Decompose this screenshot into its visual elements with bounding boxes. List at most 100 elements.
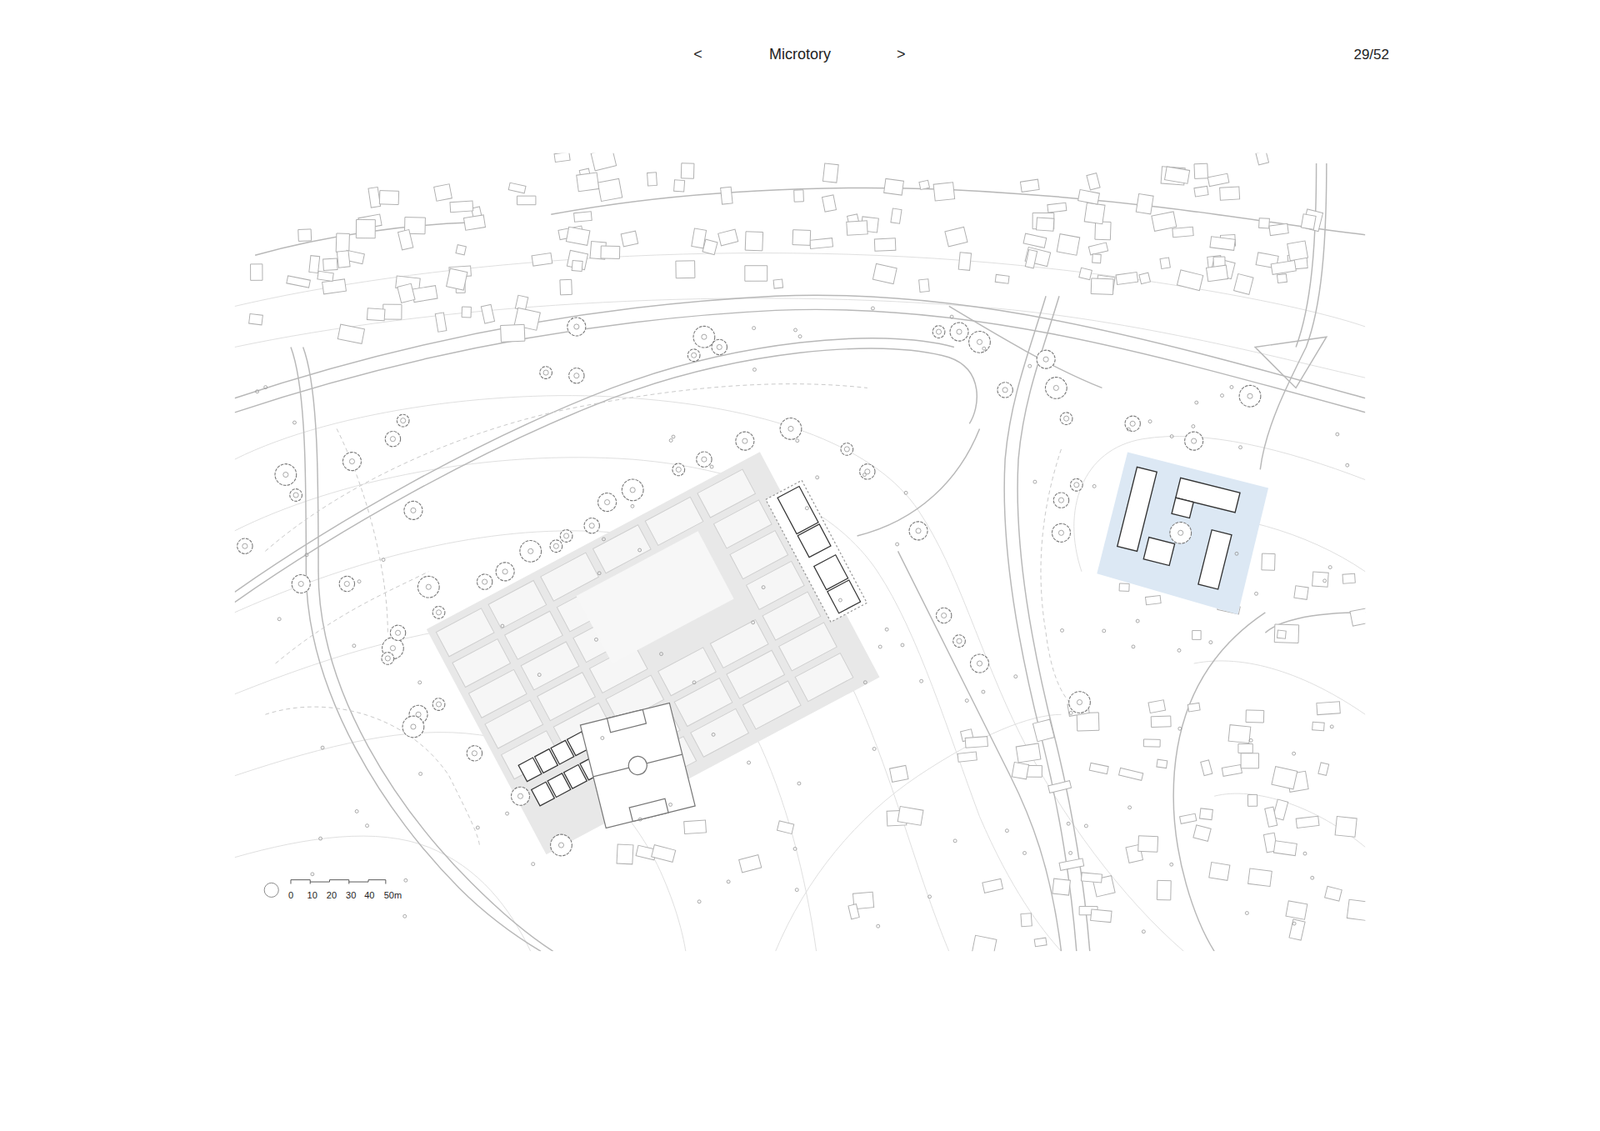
tree-crown bbox=[840, 443, 854, 456]
tree bbox=[935, 607, 951, 623]
shrub bbox=[638, 817, 642, 821]
shrub bbox=[795, 439, 800, 443]
shrub bbox=[1128, 805, 1132, 810]
tree-crown bbox=[950, 322, 969, 341]
shrub bbox=[1255, 591, 1259, 595]
tree bbox=[693, 325, 715, 348]
tree-crown bbox=[621, 479, 644, 501]
tree bbox=[381, 652, 395, 665]
tree bbox=[1060, 412, 1073, 425]
tree-crown bbox=[476, 574, 492, 590]
house bbox=[434, 184, 453, 202]
tree-crown bbox=[1239, 385, 1261, 407]
house bbox=[1015, 743, 1041, 763]
shrub bbox=[600, 736, 605, 740]
house bbox=[1180, 813, 1197, 824]
shrub bbox=[1148, 420, 1152, 424]
shrub bbox=[928, 895, 932, 899]
shrub bbox=[319, 836, 323, 840]
house bbox=[745, 231, 763, 251]
house bbox=[1138, 835, 1159, 853]
shrub bbox=[798, 335, 802, 339]
house bbox=[1289, 919, 1305, 940]
house bbox=[1350, 608, 1365, 626]
house bbox=[718, 229, 739, 246]
tree-trunk bbox=[410, 507, 416, 513]
tree-trunk bbox=[1058, 530, 1064, 535]
tree-trunk bbox=[935, 329, 941, 335]
tree bbox=[1036, 350, 1055, 369]
shrub bbox=[638, 548, 642, 552]
house bbox=[1295, 815, 1320, 828]
shrub bbox=[403, 914, 407, 918]
tree-crown bbox=[432, 605, 445, 619]
shrub bbox=[355, 810, 359, 814]
shrub bbox=[1092, 484, 1096, 488]
tree bbox=[1069, 691, 1091, 714]
house bbox=[945, 226, 968, 247]
tree-crown bbox=[598, 493, 617, 512]
house bbox=[1220, 186, 1240, 200]
tree-crown bbox=[860, 464, 875, 480]
house bbox=[368, 186, 381, 208]
house bbox=[1084, 202, 1105, 225]
shrub bbox=[794, 328, 798, 332]
shrub bbox=[838, 598, 842, 602]
tree-trunk bbox=[701, 334, 707, 340]
tree-crown bbox=[735, 431, 755, 450]
house bbox=[1143, 739, 1160, 747]
house bbox=[1255, 153, 1270, 165]
shrub bbox=[863, 680, 867, 685]
tree-trunk bbox=[956, 329, 962, 335]
house bbox=[597, 178, 622, 201]
tree-crown bbox=[1125, 415, 1140, 431]
house bbox=[1287, 240, 1309, 261]
tree-crown bbox=[687, 349, 700, 362]
house bbox=[397, 283, 415, 303]
house bbox=[1090, 909, 1112, 923]
house bbox=[1092, 254, 1102, 264]
house bbox=[516, 195, 535, 205]
shrub bbox=[357, 580, 361, 584]
shrub bbox=[982, 346, 986, 350]
house bbox=[1151, 211, 1177, 232]
house bbox=[794, 190, 805, 202]
tree-trunk bbox=[400, 418, 406, 424]
tree-crown bbox=[997, 382, 1013, 398]
house bbox=[1294, 585, 1309, 600]
house bbox=[674, 180, 685, 192]
house bbox=[1020, 913, 1032, 927]
shrub bbox=[1303, 851, 1307, 855]
tree bbox=[567, 317, 586, 336]
shrub bbox=[277, 617, 281, 621]
tree bbox=[1053, 492, 1069, 508]
house bbox=[1259, 218, 1270, 229]
shrub bbox=[320, 745, 325, 750]
tree-trunk bbox=[956, 638, 962, 644]
shrub bbox=[1170, 435, 1174, 439]
house bbox=[745, 265, 768, 282]
tree-crown bbox=[385, 430, 400, 446]
house bbox=[1079, 267, 1093, 280]
shrub bbox=[1060, 628, 1065, 632]
tree bbox=[520, 540, 542, 563]
tree-trunk bbox=[283, 471, 289, 477]
tree bbox=[621, 479, 644, 501]
shrub bbox=[1069, 850, 1073, 855]
tree-trunk bbox=[915, 528, 921, 534]
shrub bbox=[602, 537, 606, 541]
house bbox=[1194, 185, 1209, 197]
scale-label: 40 bbox=[364, 890, 375, 900]
tree-crown bbox=[560, 530, 573, 543]
house bbox=[1318, 762, 1330, 776]
tree-crown bbox=[540, 366, 553, 380]
house bbox=[500, 324, 525, 342]
tree bbox=[342, 452, 361, 471]
tree bbox=[1045, 377, 1067, 400]
tree-trunk bbox=[517, 793, 523, 799]
tree-crown bbox=[396, 414, 410, 427]
tree bbox=[385, 430, 400, 446]
house bbox=[1312, 721, 1325, 731]
tree-crown bbox=[1069, 691, 1091, 714]
house bbox=[890, 765, 909, 782]
